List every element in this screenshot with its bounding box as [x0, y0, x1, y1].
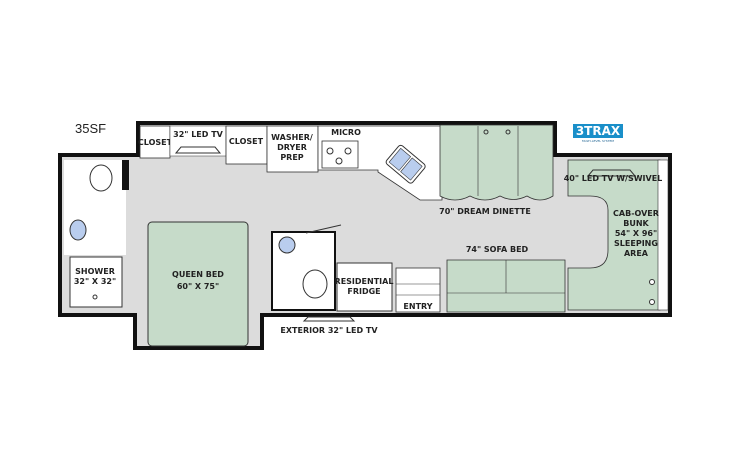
dream-dinette: 70" DREAM DINETTE: [439, 124, 554, 216]
closet-right: CLOSET: [225, 125, 268, 165]
svg-text:32" LED TV: 32" LED TV: [173, 130, 224, 139]
sofa-bed: 74" SOFA BED: [446, 245, 566, 313]
residential-fridge: RESIDENTIAL FRIDGE: [335, 262, 394, 312]
svg-text:60" X 75": 60" X 75": [177, 282, 219, 291]
exterior-tv: EXTERIOR 32" LED TV: [280, 316, 378, 335]
toilet: [302, 269, 328, 299]
mid-bathroom: [271, 224, 342, 311]
svg-text:3TRAX: 3TRAX: [576, 124, 621, 138]
svg-text:WASHER/: WASHER/: [271, 133, 313, 142]
shower: SHOWER 32" X 32": [69, 256, 123, 308]
svg-text:MICRO: MICRO: [331, 128, 361, 137]
queen-bed: QUEEN BED 60" X 75": [147, 221, 249, 347]
model-name: 35SF: [75, 121, 106, 136]
svg-text:CLOSET: CLOSET: [138, 138, 173, 147]
svg-text:MULTI-LEVEL SYSTEM: MULTI-LEVEL SYSTEM: [582, 139, 614, 143]
washer-dryer-prep: WASHER/ DRYER PREP: [266, 125, 319, 173]
svg-text:40" LED TV W/SWIVEL: 40" LED TV W/SWIVEL: [564, 174, 663, 183]
svg-text:SHOWER: SHOWER: [75, 267, 115, 276]
svg-text:EXTERIOR 32" LED TV: EXTERIOR 32" LED TV: [280, 326, 378, 335]
closet-left: CLOSET: [138, 125, 173, 159]
toilet: [89, 164, 113, 192]
svg-text:AREA: AREA: [624, 249, 649, 258]
svg-text:RESIDENTIAL: RESIDENTIAL: [335, 277, 394, 286]
rear-bathroom: [64, 160, 129, 255]
kitchen-counter: MICRO: [317, 125, 443, 201]
svg-text:SLEEPING: SLEEPING: [614, 239, 658, 248]
sink: [278, 236, 296, 254]
svg-text:DRYER: DRYER: [277, 143, 307, 152]
svg-text:ENTRY: ENTRY: [403, 302, 432, 311]
svg-text:PREP: PREP: [280, 153, 303, 162]
svg-text:QUEEN BED: QUEEN BED: [172, 270, 224, 279]
svg-text:CLOSET: CLOSET: [229, 137, 264, 146]
cab-over-bunk: 40" LED TV W/SWIVEL CAB-OVER BUNK 54" X …: [564, 159, 669, 311]
svg-text:32" X 32": 32" X 32": [74, 277, 116, 286]
svg-text:BUNK: BUNK: [623, 219, 649, 228]
door: [305, 224, 342, 234]
svg-text:70" DREAM DINETTE: 70" DREAM DINETTE: [439, 207, 531, 216]
svg-text:FRIDGE: FRIDGE: [347, 287, 380, 296]
svg-text:CAB-OVER: CAB-OVER: [613, 209, 659, 218]
sink: [385, 144, 426, 184]
bedroom-tv: 32" LED TV: [169, 125, 227, 157]
lavatory-sink: [69, 219, 87, 241]
svg-text:54" X 96": 54" X 96": [615, 229, 657, 238]
svg-text:74" SOFA BED: 74" SOFA BED: [466, 245, 529, 254]
entry: ENTRY: [395, 267, 441, 313]
3trax-logo: 3TRAX MULTI-LEVEL SYSTEM: [573, 124, 623, 143]
